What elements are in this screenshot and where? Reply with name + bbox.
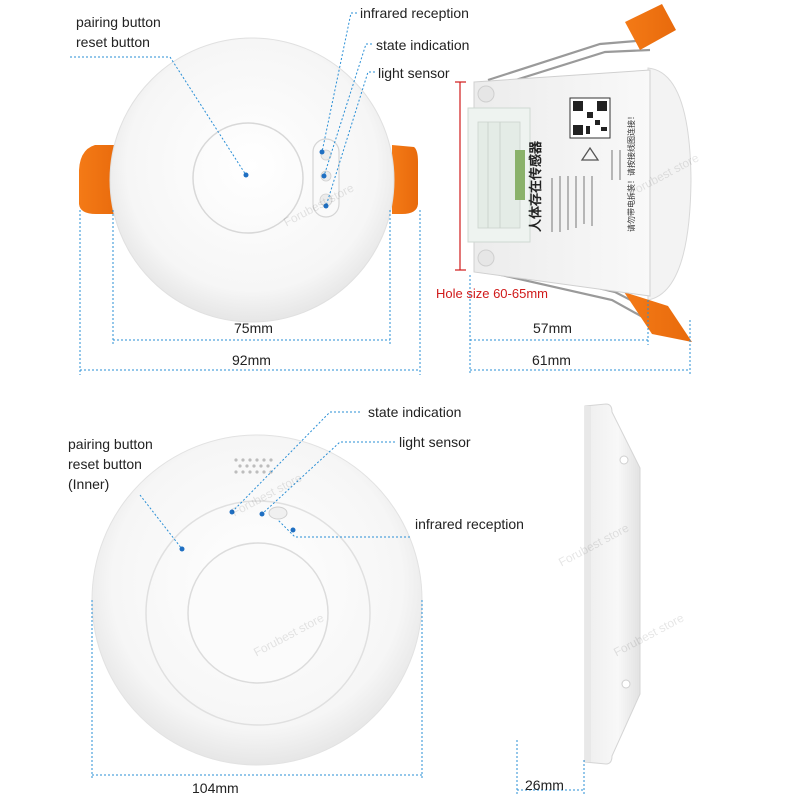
sensor-center-lens xyxy=(192,122,304,234)
side-profile xyxy=(584,403,641,765)
dim-92mm: 92mm xyxy=(232,352,271,368)
front-flange xyxy=(647,67,692,301)
top-front-view xyxy=(70,12,421,375)
bottom-front-view xyxy=(91,411,423,780)
label-inner: (Inner) xyxy=(68,476,110,492)
large-sensor-lens xyxy=(187,542,329,684)
body-warning-text: 请勿带电拆装！请按接线图连接！ xyxy=(626,112,636,232)
label-infrared-reception-2: infrared reception xyxy=(415,516,524,532)
right-orange-bracket xyxy=(392,145,418,214)
label-state-indication: state indication xyxy=(376,37,470,53)
top-spring-clip xyxy=(625,4,676,50)
label-reset-button-2: reset button xyxy=(68,456,142,472)
dim-104mm: 104mm xyxy=(192,780,239,796)
hole-size-label: Hole size 60-65mm xyxy=(436,286,548,301)
left-orange-bracket xyxy=(78,145,120,214)
vent-dots xyxy=(234,458,273,474)
dim-61mm: 61mm xyxy=(532,352,571,368)
label-pairing-button-2: pairing button xyxy=(68,436,153,452)
qr-code xyxy=(569,97,611,139)
body-title-text: 人体存在传感器 xyxy=(528,140,544,232)
label-light-sensor-2: light sensor xyxy=(399,434,471,450)
label-reset-button: reset button xyxy=(76,34,150,50)
dim-75mm: 75mm xyxy=(234,320,273,336)
label-infrared-reception: infrared reception xyxy=(360,5,469,21)
dim-57mm: 57mm xyxy=(533,320,572,336)
large-sensor-inner-ring xyxy=(145,500,371,726)
top-side-view: 人体存在传感器 请勿带电拆装！请按接线图连接！ xyxy=(455,4,692,375)
label-pairing-button: pairing button xyxy=(76,14,161,30)
bottom-spring-clip xyxy=(624,292,692,342)
label-state-indication-2: state indication xyxy=(368,404,462,420)
dim-26mm: 26mm xyxy=(525,777,564,793)
sensor-front-disk xyxy=(109,37,395,323)
label-light-sensor: light sensor xyxy=(378,65,450,81)
bottom-side-view xyxy=(516,403,641,795)
